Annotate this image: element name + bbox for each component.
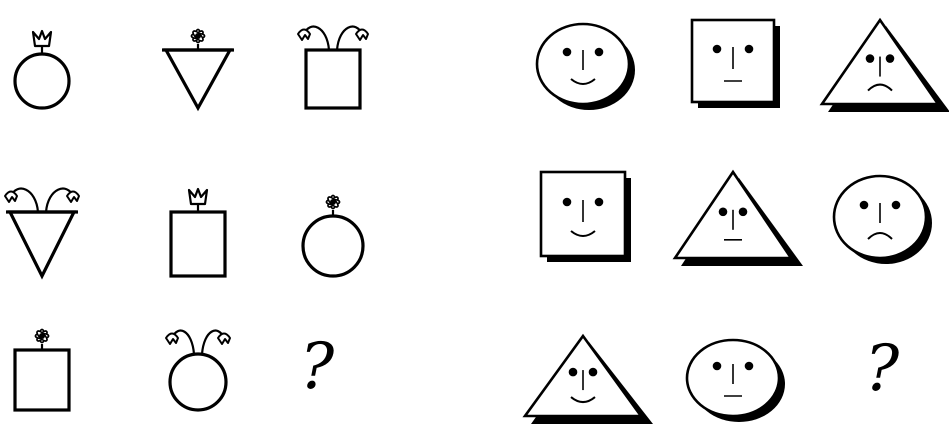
tulip-flower-icon xyxy=(33,31,51,54)
face-ellipse-frown xyxy=(834,176,932,264)
eye-dot xyxy=(595,48,604,57)
bell-flowers-icon xyxy=(5,189,79,212)
eye-dot xyxy=(860,201,869,210)
figure-triangle-down-daisy xyxy=(162,30,234,109)
daisy-flower-icon xyxy=(192,30,205,51)
eye-dot xyxy=(739,208,748,217)
missing-flower-figure-question-mark: ? xyxy=(300,330,335,404)
eye-dot xyxy=(713,362,722,371)
circle-shape xyxy=(303,216,363,276)
face-square-flat xyxy=(692,20,780,108)
eye-dot xyxy=(719,208,728,217)
figure-circle-bell-pair xyxy=(166,331,230,410)
eye-dot xyxy=(563,198,572,207)
face-ellipse-flat xyxy=(687,340,785,422)
eye-dot xyxy=(589,368,598,377)
missing-face-figure-question-mark: ? xyxy=(865,332,900,406)
eye-dot xyxy=(745,362,754,371)
eye-dot xyxy=(745,45,754,54)
figure-square-bell-pair xyxy=(298,27,368,108)
figure-square-daisy xyxy=(15,330,69,411)
square-shape xyxy=(15,350,69,410)
face-triangle-smile xyxy=(525,336,653,424)
eye-dot xyxy=(713,45,722,54)
figure-square-tulip xyxy=(171,189,225,276)
circle-shape xyxy=(15,54,69,108)
eye-dot xyxy=(569,368,578,377)
circle-shape xyxy=(170,354,226,410)
daisy-flower-icon xyxy=(36,330,49,351)
figure-circle-daisy xyxy=(303,196,363,277)
bell-flowers-icon xyxy=(298,27,368,50)
face-triangle-frown xyxy=(822,20,949,112)
eye-dot xyxy=(886,54,895,63)
eye-dot xyxy=(892,201,901,210)
square-shape xyxy=(306,50,360,108)
face-square-smile xyxy=(541,172,631,262)
tulip-flower-icon xyxy=(189,189,207,212)
figure-triangle-down-bell-pair xyxy=(5,189,79,276)
square-shape xyxy=(171,212,225,276)
figure-circle-tulip xyxy=(15,31,69,108)
eye-dot xyxy=(866,54,875,63)
face-ellipse-smile xyxy=(537,24,635,110)
eye-dot xyxy=(563,48,572,57)
eye-dot xyxy=(595,198,604,207)
daisy-flower-icon xyxy=(327,196,340,217)
inverted-triangle-shape xyxy=(166,50,230,108)
face-triangle-flat xyxy=(675,172,803,266)
bell-flowers-icon xyxy=(166,331,230,354)
inverted-triangle-shape xyxy=(10,212,74,276)
